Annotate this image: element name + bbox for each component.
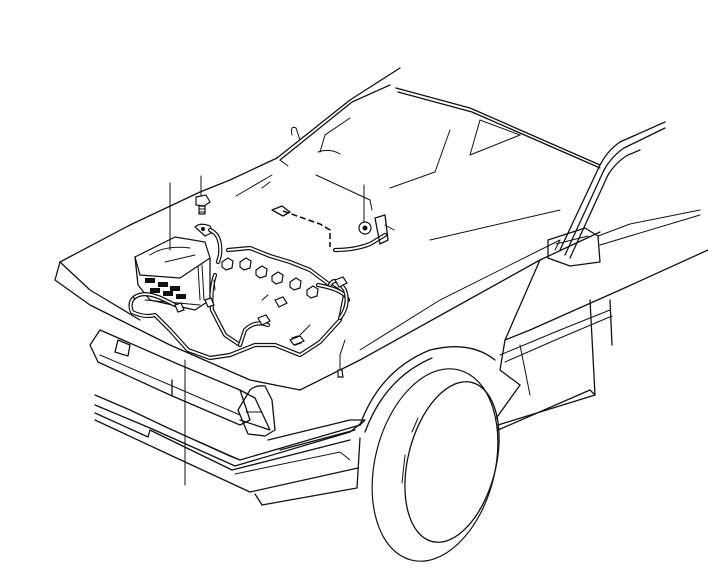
car-body — [54, 67, 708, 562]
engine-wiring-harness — [128, 227, 351, 373]
ignition-coil-harness — [271, 205, 395, 253]
relay-box — [134, 236, 211, 311]
callout-lines — [169, 175, 365, 486]
injector-connectors — [174, 257, 348, 378]
